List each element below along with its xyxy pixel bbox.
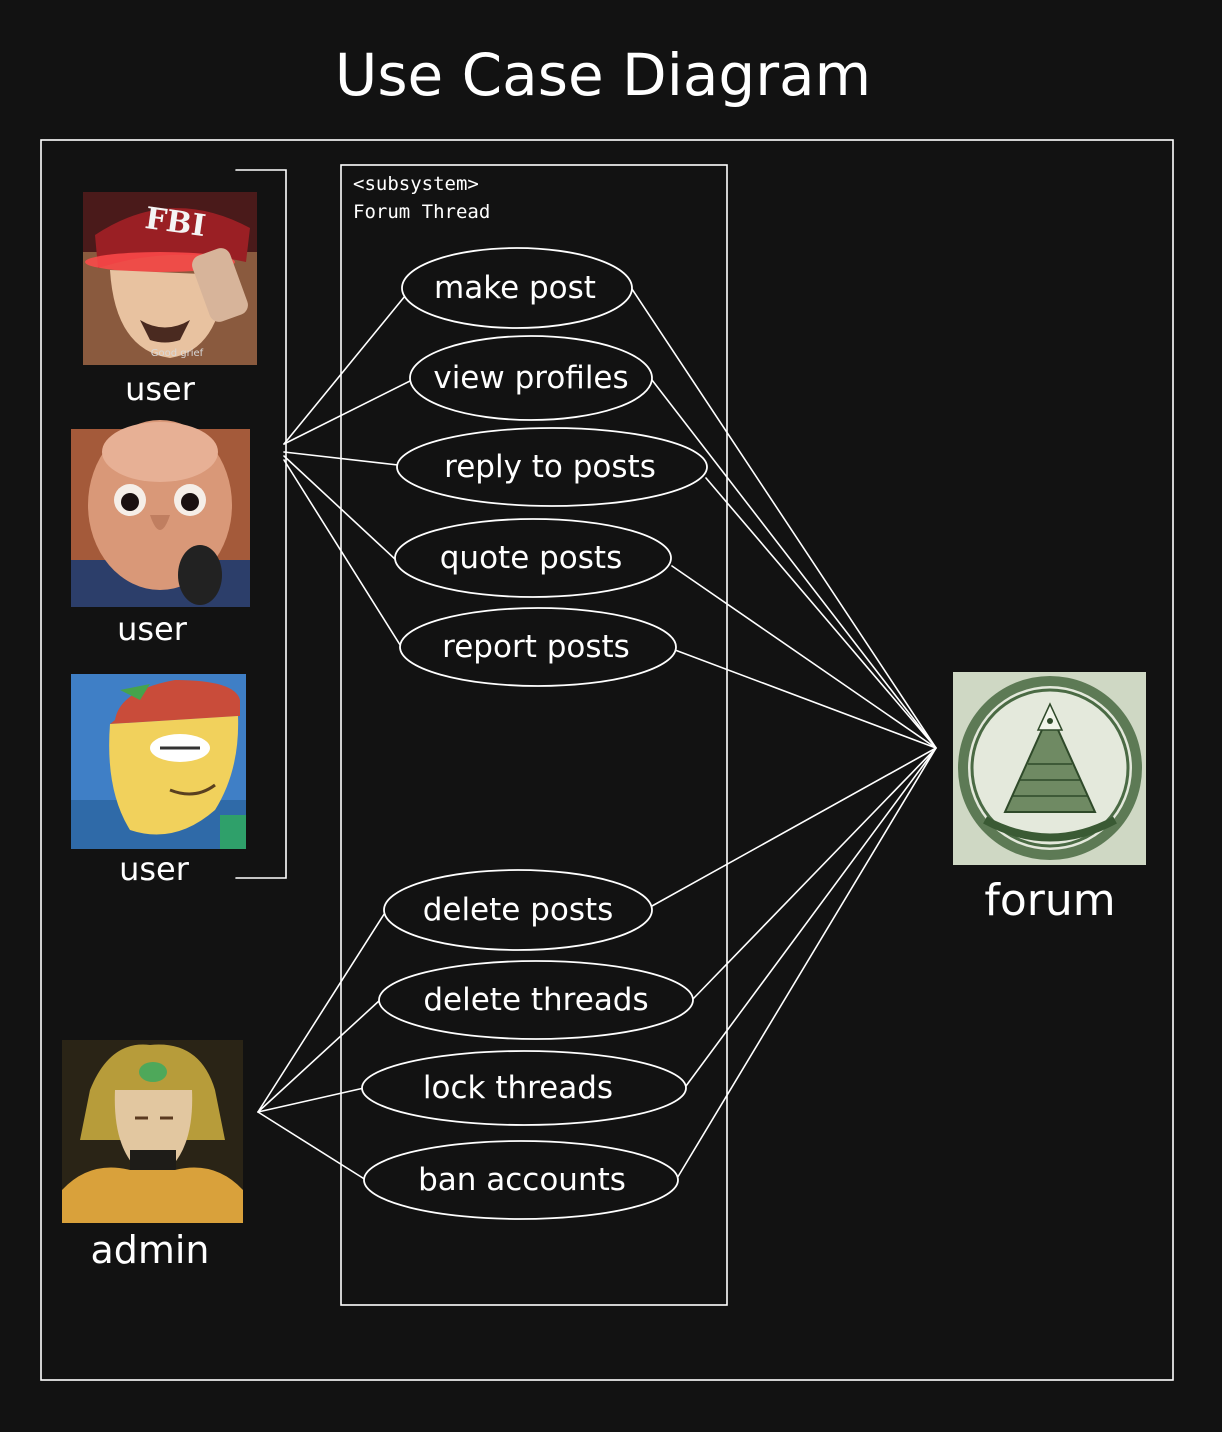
admin-associations bbox=[257, 907, 389, 1181]
actor-label: user bbox=[125, 370, 196, 408]
use-case-label: delete posts bbox=[423, 892, 614, 928]
use-case-lock-threads: lock threads bbox=[361, 1050, 687, 1126]
use-case-label: delete threads bbox=[423, 982, 648, 1018]
subsystem-stereotype: <subsystem> bbox=[353, 173, 479, 195]
use-case-reply-to-posts: reply to posts bbox=[396, 427, 708, 507]
use-case-label: make post bbox=[434, 270, 596, 306]
use-case-delete-threads: delete threads bbox=[378, 960, 694, 1040]
actor-forum: forum bbox=[953, 672, 1146, 926]
forum-associations bbox=[629, 285, 937, 1181]
actor-label: forum bbox=[984, 875, 1115, 926]
use-case-label: view profiles bbox=[433, 360, 628, 396]
actor-label: admin bbox=[90, 1228, 209, 1272]
diagram-title: Use Case Diagram bbox=[335, 41, 871, 109]
use-case-quote-posts: quote posts bbox=[394, 518, 672, 598]
fbi-cap-character-portrait: FBI Good grief bbox=[83, 192, 257, 365]
user-group-bracket bbox=[235, 169, 287, 879]
actor-user-bald: user bbox=[71, 420, 250, 648]
dollar-bill-pyramid-seal bbox=[953, 672, 1146, 865]
actor-user-fbi: FBI Good grief user bbox=[83, 192, 257, 408]
fbi-cap-text: FBI bbox=[143, 201, 208, 244]
use-case-make-post: make post bbox=[401, 247, 633, 329]
actor-label: user bbox=[119, 850, 190, 888]
use-case-label: ban accounts bbox=[418, 1162, 626, 1198]
subsystem-name: Forum Thread bbox=[353, 201, 490, 223]
cartoon-man-red-cap-portrait bbox=[71, 674, 246, 849]
actor-label: user bbox=[117, 610, 188, 648]
image-caption: Good grief bbox=[151, 348, 204, 359]
use-case-view-profiles: view profiles bbox=[409, 335, 653, 421]
use-case-report-posts: report posts bbox=[399, 607, 677, 687]
use-case-ban-accounts: ban accounts bbox=[363, 1140, 679, 1220]
use-case-label: report posts bbox=[442, 629, 630, 665]
system-boundary bbox=[40, 139, 1174, 1381]
blond-villain-portrait bbox=[62, 1040, 243, 1223]
actor-admin: admin bbox=[62, 1040, 243, 1272]
use-case-label: lock threads bbox=[423, 1070, 613, 1106]
bald-man-portrait bbox=[71, 420, 250, 607]
use-case-delete-posts: delete posts bbox=[383, 869, 653, 951]
subsystem-boundary bbox=[340, 164, 728, 1306]
use-case-label: quote posts bbox=[440, 540, 622, 576]
use-case-label: reply to posts bbox=[444, 449, 656, 485]
actor-user-cartoon: user bbox=[71, 674, 246, 888]
user-associations bbox=[283, 295, 413, 649]
